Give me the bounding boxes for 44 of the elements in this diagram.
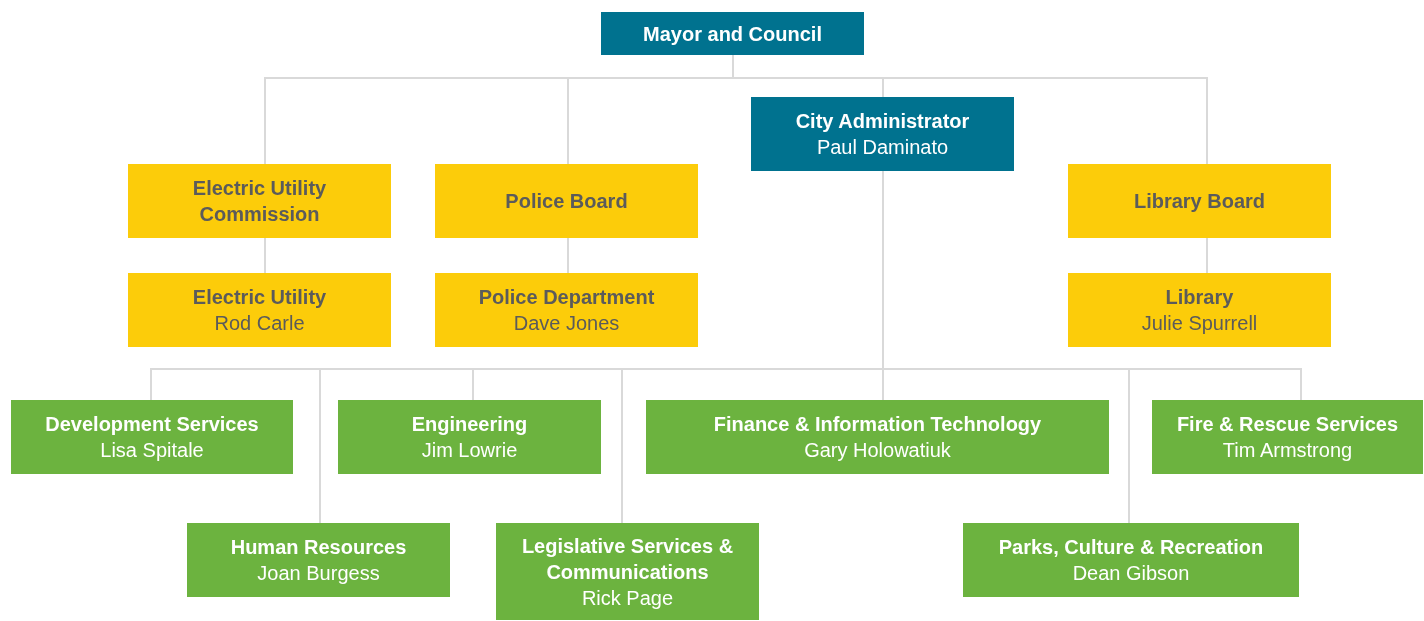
org-box [11, 400, 293, 474]
unit-title: Legislative Services & Communications [520, 533, 735, 585]
org-box [496, 523, 759, 620]
person-name: Lisa Spitale [100, 438, 204, 463]
unit-title: City Administrator [795, 109, 970, 134]
person-name: Joan Burgess [257, 561, 380, 586]
unit-title: Mayor and Council [643, 21, 822, 47]
org-box [128, 164, 391, 238]
person-name: Dean Gibson [1072, 561, 1190, 586]
person-name: Rod Carle [214, 311, 305, 336]
org-box [128, 273, 391, 347]
org-box [963, 523, 1299, 597]
org-box [435, 164, 698, 238]
unit-title: Police Board [505, 189, 628, 214]
org-box [601, 12, 864, 55]
org-box [1068, 164, 1331, 238]
unit-title: Police Department [478, 285, 655, 310]
person-name: Jim Lowrie [421, 438, 518, 463]
connector-line [1206, 237, 1208, 274]
org-box [1152, 400, 1423, 474]
unit-title: Library [1165, 285, 1234, 310]
connector-line [264, 237, 266, 274]
person-name: Paul Daminato [816, 135, 949, 160]
unit-title: Development Services [45, 412, 259, 437]
unit-title: Human Resources [230, 535, 407, 560]
unit-title: Parks, Culture & Recreation [998, 535, 1264, 560]
connector-line [567, 237, 569, 274]
person-name: Gary Holowatiuk [804, 438, 951, 463]
org-box [187, 523, 450, 597]
org-box [751, 97, 1014, 171]
unit-title: Engineering [411, 412, 528, 437]
unit-title: Electric Utility [192, 285, 327, 310]
org-box [435, 273, 698, 347]
unit-title: Finance & Information Technology [713, 412, 1042, 437]
unit-title: Electric Utility Commission [191, 176, 328, 227]
person-name: Dave Jones [513, 311, 620, 336]
org-box [1068, 273, 1331, 347]
org-box [646, 400, 1109, 474]
org-box [338, 400, 601, 474]
unit-title: Fire & Rescue Services [1176, 412, 1399, 437]
person-name: Tim Armstrong [1222, 438, 1353, 463]
unit-title: Library Board [1133, 189, 1266, 214]
person-name: Julie Spurrell [1141, 311, 1258, 336]
person-name: Rick Page [581, 585, 674, 611]
